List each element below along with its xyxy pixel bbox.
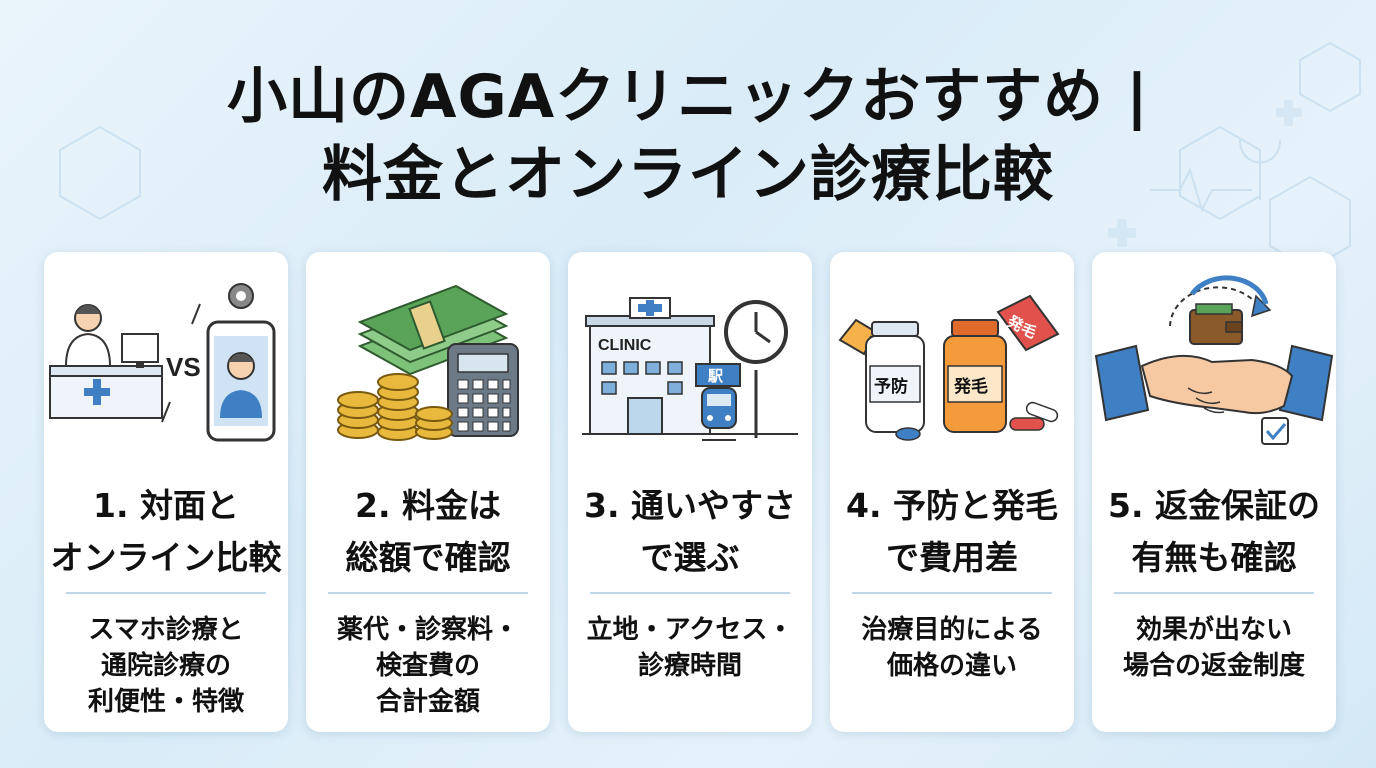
bottle-label-growth: 発毛 [953,376,988,397]
card-4-divider [852,592,1052,594]
vs-label: VS [166,352,201,382]
card-2-heading-line-1: 2. 料金は [355,486,501,525]
card-3-description-line-1: 立地・アクセス・ [586,615,794,645]
card-2: 2. 料金は 総額で確認 薬代・診察料・ 検査費の 合計金額 [306,252,550,732]
card-3: CLINIC 駅 3. 通いやすさ で選ぶ [568,252,812,732]
card-2-heading-line-2: 総額で確認 [345,538,511,577]
card-3-divider [590,592,790,594]
card-4-heading: 4. 予防と発毛 で費用差 [830,480,1074,584]
card-5: 5. 返金保証の 有無も確認 効果が出ない 場合の返金制度 [1092,252,1336,732]
card-3-description: 立地・アクセス・ 診療時間 [568,612,812,684]
card-4-description-line-2: 価格の違い [886,651,1017,681]
card-2-description-line-1: 薬代・診察料・ [336,615,519,645]
card-4-description-line-1: 治療目的による [861,615,1043,645]
card-2-heading: 2. 料金は 総額で確認 [306,480,550,584]
card-1-divider [66,592,266,594]
card-4-description: 治療目的による 価格の違い [830,612,1074,684]
point-cards: VS 1. 対面と オンライン比較 スマホ診療と 通院診療の 利便性・特徴 [44,252,1336,732]
station-sign: 駅 [707,367,724,385]
face-to-face-vs-online-icon: VS [49,283,276,442]
card-5-description: 効果が出ない 場合の返金制度 [1092,612,1336,684]
medicine-bottles-icon: 予防 発毛 発毛 [838,294,1060,441]
card-1: VS 1. 対面と オンライン比較 スマホ診療と 通院診療の 利便性・特徴 [44,252,288,732]
card-5-description-line-2: 場合の返金制度 [1122,651,1305,681]
card-5-description-line-1: 効果が出ない [1135,615,1292,645]
card-3-heading-line-1: 3. 通いやすさ [584,486,796,525]
money-calculator-icon [337,284,519,441]
card-3-heading: 3. 通いやすさ で選ぶ [568,480,812,584]
bottle-label-prevention: 予防 [874,376,908,397]
card-1-heading-line-1: 1. 対面と [93,486,239,525]
handshake-refund-icon [1094,275,1334,445]
card-1-description: スマホ診療と 通院診療の 利便性・特徴 [44,612,288,720]
card-4-heading-line-1: 4. 予防と発毛 [846,486,1058,525]
clinic-station-clock-icon: CLINIC 駅 [582,297,798,441]
card-1-description-line-3: 利便性・特徴 [87,687,244,717]
card-3-heading-line-2: で選ぶ [640,538,740,577]
card-4-heading-line-2: で費用差 [886,538,1018,577]
card-1-heading-line-2: オンライン比較 [50,538,282,577]
card-1-description-line-1: スマホ診療と [88,615,244,645]
card-2-description: 薬代・診察料・ 検査費の 合計金額 [306,612,550,720]
card-5-heading: 5. 返金保証の 有無も確認 [1092,480,1336,584]
card-2-description-line-3: 合計金額 [375,687,480,717]
card-1-heading: 1. 対面と オンライン比較 [44,480,288,584]
card-5-heading-line-1: 5. 返金保証の [1108,486,1320,525]
page-title: 小山のAGAクリニックおすすめ | 料金とオンライン診療比較 [0,58,1376,214]
card-5-heading-line-2: 有無も確認 [1131,538,1297,577]
page-title-line-1: 小山のAGAクリニックおすすめ | [227,62,1149,132]
clinic-sign: CLINIC [598,337,652,354]
card-2-description-line-2: 検査費の [375,651,480,681]
card-1-description-line-2: 通院診療の [100,651,231,681]
card-5-divider [1114,592,1314,594]
card-3-description-line-2: 診療時間 [637,651,742,681]
page-title-line-2: 料金とオンライン診療比較 [322,140,1054,210]
card-2-divider [328,592,528,594]
card-4: 予防 発毛 発毛 4. 予防と発毛 で費用差 治療目的による 価格の違い [830,252,1074,732]
